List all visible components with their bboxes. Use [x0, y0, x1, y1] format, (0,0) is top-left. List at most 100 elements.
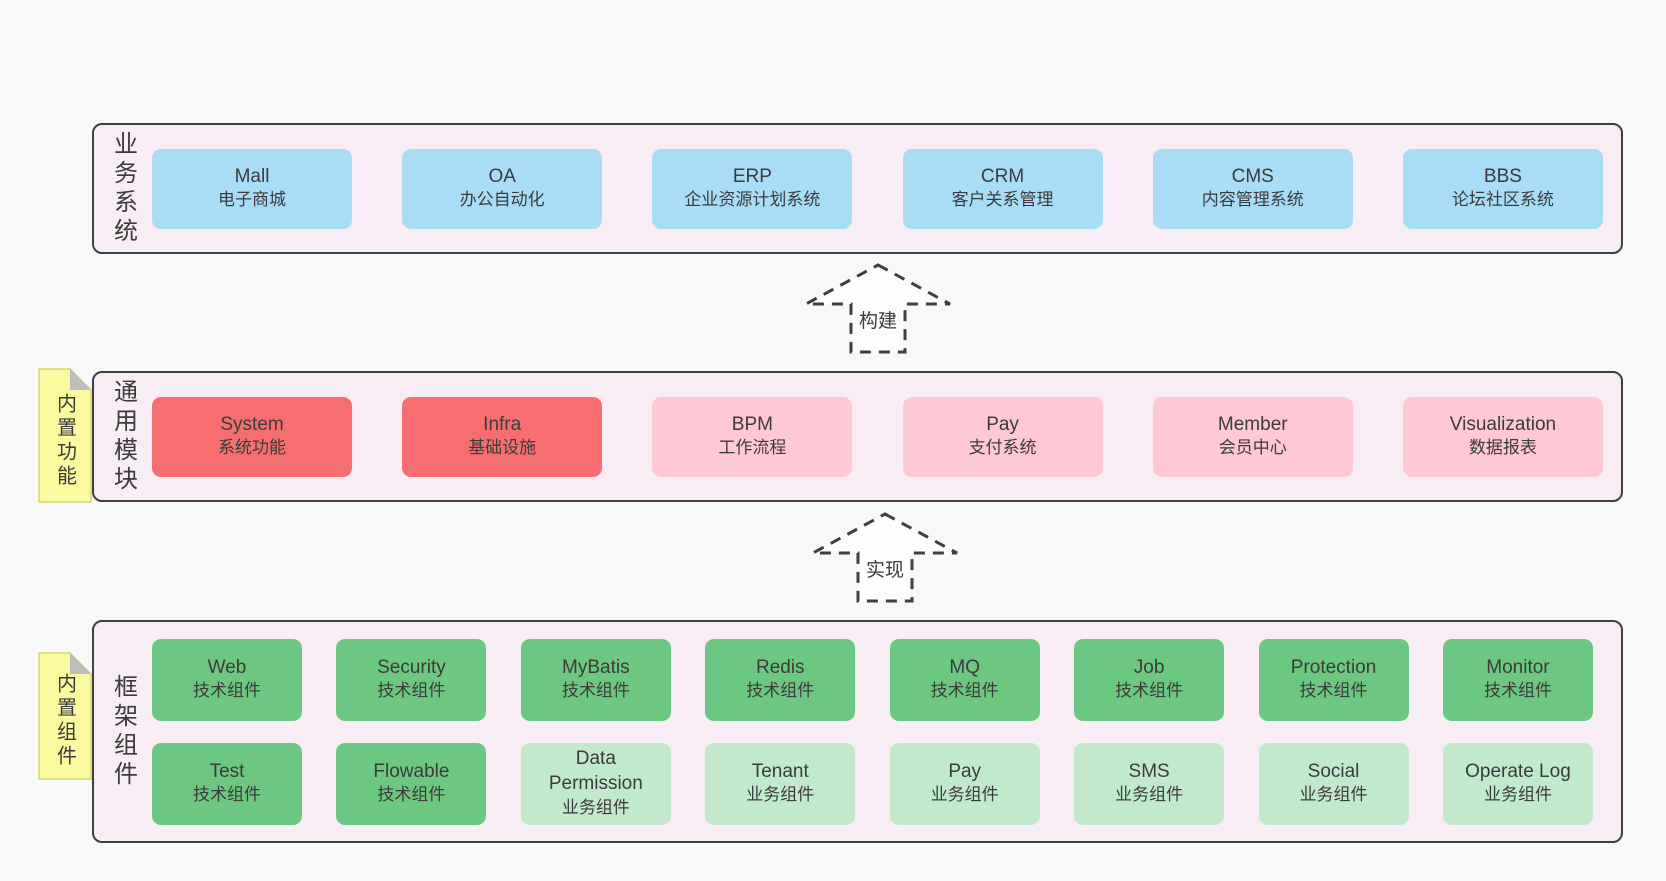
component-name: Pay [948, 760, 982, 782]
component-name: Member [1217, 413, 1288, 435]
sticky-note-built-in-components: 内置组件 [38, 652, 92, 780]
tier-label-business-systems: 业务系统 [109, 130, 137, 247]
component-name: System [220, 413, 284, 435]
component-name: Operate Log [1465, 760, 1571, 782]
component-name: Test [209, 760, 245, 782]
component-desc: 工作流程 [718, 438, 787, 458]
sticky-note-built-in-features: 内置功能 [38, 368, 92, 503]
tier-label-framework-components: 框架组件 [109, 673, 137, 790]
component-desc: 业务组件 [1115, 785, 1184, 805]
component-desc: 技术组件 [193, 785, 261, 805]
dashed-up-arrow-icon [805, 263, 951, 354]
component-name: CRM [980, 165, 1025, 187]
component-box-monitor: Monitor 技术组件 [1442, 638, 1593, 721]
component-name: Tenant [751, 760, 809, 782]
component-name: Monitor [1486, 656, 1550, 678]
component-desc: 业务组件 [930, 785, 999, 805]
component-name: Flowable [373, 760, 450, 782]
sticky-note-icon [38, 368, 92, 503]
component-box-oa: OA 办公自动化 [402, 148, 603, 229]
component-box-tenant: Tenant 业务组件 [705, 742, 856, 825]
component-desc: 技术组件 [746, 681, 815, 701]
sticky-note-icon [38, 652, 92, 780]
build-arrow: 构建 [793, 262, 963, 356]
component-desc: 技术组件 [193, 681, 261, 701]
component-desc: 技术组件 [377, 785, 446, 805]
sticky-note-label: 内置功能 [53, 392, 76, 489]
component-name: Web [207, 656, 247, 678]
component-desc: 技术组件 [1115, 681, 1184, 701]
component-desc: 办公自动化 [459, 190, 545, 210]
component-desc: 业务组件 [1483, 785, 1552, 805]
component-box-bbs: BBS 论坛社区系统 [1402, 148, 1603, 229]
component-desc: 业务组件 [561, 797, 630, 817]
component-box-job: Job 技术组件 [1074, 638, 1225, 721]
component-box-erp: ERP 企业资源计划系统 [652, 148, 853, 229]
component-name: MyBatis [562, 656, 630, 678]
component-box-bpm: BPM 工作流程 [652, 396, 853, 477]
component-desc: 客户关系管理 [951, 190, 1054, 210]
component-box-mybatis: MyBatis 技术组件 [520, 638, 671, 721]
component-desc: 技术组件 [930, 681, 999, 701]
component-desc: 论坛社区系统 [1451, 190, 1554, 210]
component-desc: 技术组件 [1299, 681, 1368, 701]
component-box-test: Test 技术组件 [152, 742, 302, 825]
component-name: BBS [1483, 165, 1522, 187]
component-desc: 企业资源计划系统 [684, 190, 821, 210]
component-box-security: Security 技术组件 [336, 638, 487, 721]
component-box-member: Member 会员中心 [1152, 396, 1353, 477]
component-box-redis: Redis 技术组件 [705, 638, 856, 721]
component-desc: 业务组件 [746, 785, 815, 805]
component-name: Security [377, 656, 446, 678]
component-name: Social [1307, 760, 1360, 782]
sticky-note-label: 内置组件 [53, 673, 76, 769]
component-box-protection: Protection 技术组件 [1258, 638, 1409, 721]
implement-arrow: 实现 [800, 511, 970, 605]
component-name: OA [488, 165, 516, 187]
component-name: Job [1133, 656, 1165, 678]
component-box-operate-log: Operate Log 业务组件 [1442, 742, 1593, 825]
component-desc: 技术组件 [1483, 681, 1552, 701]
component-desc: 技术组件 [377, 681, 446, 701]
component-desc: 技术组件 [561, 681, 630, 701]
component-box-pay: Pay 业务组件 [889, 742, 1040, 825]
component-desc: 会员中心 [1218, 438, 1287, 458]
component-name: Visualization [1449, 413, 1557, 435]
folded-corner-icon [70, 653, 91, 674]
component-desc: 数据报表 [1468, 438, 1537, 458]
tier-label-common-modules: 通用模块 [109, 378, 137, 495]
component-name: SMS [1128, 760, 1170, 782]
component-box-flowable: Flowable 技术组件 [336, 742, 487, 825]
implement-arrow-label: 实现 [865, 560, 904, 581]
component-box-web: Web 技术组件 [152, 638, 302, 721]
folded-corner-icon [70, 369, 91, 390]
component-name: Protection [1290, 656, 1377, 678]
component-name: Data Permission [548, 748, 643, 795]
component-box-visualization: Visualization 数据报表 [1402, 396, 1603, 477]
component-desc: 业务组件 [1299, 785, 1368, 805]
component-name: ERP [732, 165, 772, 187]
component-name: BPM [731, 413, 773, 435]
component-box-crm: CRM 客户关系管理 [902, 148, 1103, 229]
component-name: CMS [1231, 165, 1274, 187]
component-desc: 支付系统 [968, 438, 1037, 458]
component-box-social: Social 业务组件 [1258, 742, 1409, 825]
component-name: Redis [755, 656, 805, 678]
